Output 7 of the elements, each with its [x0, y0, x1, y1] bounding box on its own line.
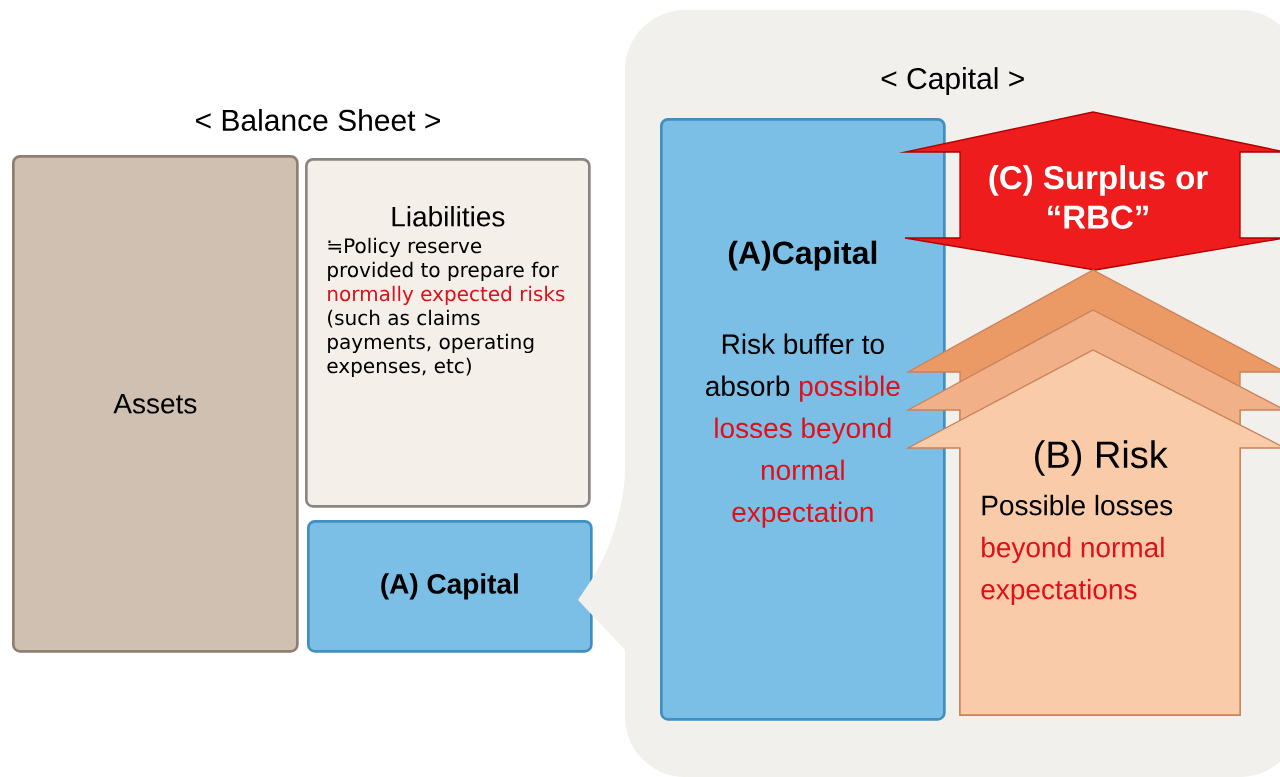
- liabilities-box: Liabilities ≒Policy reserve provided to prepare for normally expected risks (such as claims payments, operating expenses, etc): [305, 158, 591, 508]
- capital-box: (A)Capital Risk buffer to absorb possible losses beyond normal expectation: [660, 118, 946, 721]
- pointed-banner: (C) Surplus or “RBC”: [898, 111, 1280, 271]
- heading: < Balance Sheet >: [196, 108, 440, 131]
- assets-box: Assets: [12, 155, 299, 653]
- capital-box: (A) Capital: [307, 520, 593, 653]
- chevron-block: (B) Risk Possible losses beyond normal expectations: [905, 269, 1280, 716]
